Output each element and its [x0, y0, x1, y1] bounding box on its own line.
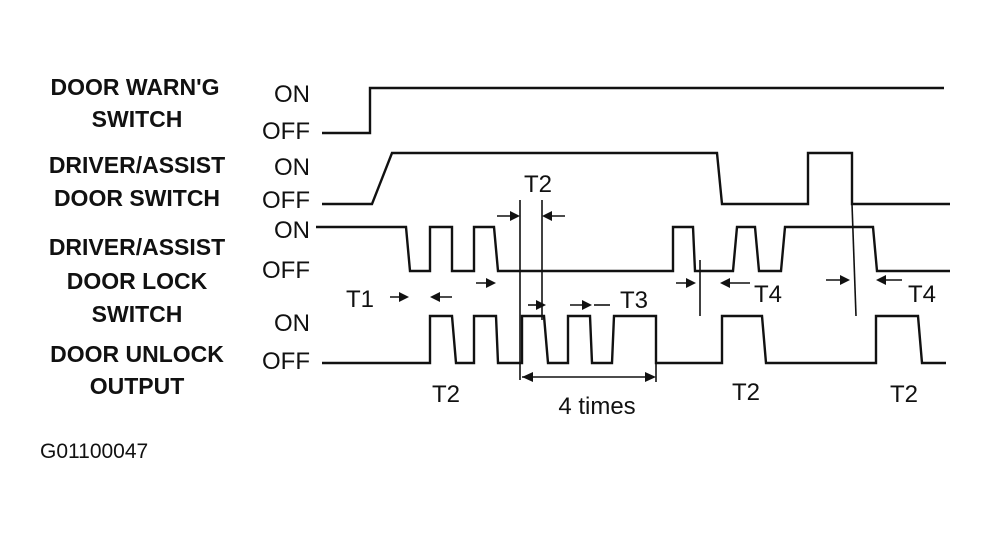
figure-id: G01100047 — [40, 440, 148, 463]
door-unlock-output-label-line1: DOOR UNLOCK — [50, 341, 224, 367]
four-times-label: 4 times — [558, 393, 635, 420]
driver-assist-door-switch-label-line2: DOOR SWITCH — [54, 185, 220, 211]
lock-switch-on-label: ON — [274, 217, 310, 244]
lock-switch-off-label: OFF — [262, 257, 310, 284]
arrow-left — [542, 211, 552, 221]
door-warning-on-label: ON — [274, 81, 310, 108]
door-lock-switch-label-line2: DOOR LOCK — [67, 268, 208, 294]
arrow-right — [486, 278, 496, 288]
door-switch-off-label: OFF — [262, 187, 310, 214]
t2-second-label: T2 — [732, 379, 760, 406]
t2-third-label: T2 — [890, 381, 918, 408]
door-warning-switch-label-line1: DOOR WARN'G — [50, 74, 219, 100]
door-unlock-output-label-line2: OUTPUT — [90, 373, 185, 399]
arrow-right — [840, 275, 850, 285]
timing-labels: T2 T1 T3 T4 T4 T2 T2 T2 4 times — [346, 171, 936, 420]
arrow-right — [582, 300, 592, 310]
door-lock-switch-waveform — [316, 225, 950, 273]
arrow-right — [510, 211, 520, 221]
door-warning-switch-waveform — [322, 86, 944, 135]
door-warning-off-label: OFF — [262, 118, 310, 145]
door-switch-on-label: ON — [274, 154, 310, 181]
timing-markers — [390, 200, 902, 382]
door-warning-switch-label-line2: SWITCH — [92, 106, 183, 132]
arrow-left — [522, 372, 533, 382]
t3-label: T3 — [620, 287, 648, 314]
t2-top-label: T2 — [524, 171, 552, 198]
door-unlock-output-waveform — [322, 314, 946, 365]
driver-assist-door-switch-label-line1: DRIVER/ASSIST — [49, 152, 225, 178]
ref-line — [851, 203, 857, 317]
signal-labels: DOOR WARN'G SWITCH DRIVER/ASSIST DOOR SW… — [49, 74, 225, 399]
t1-label: T1 — [346, 286, 374, 313]
arrow-left — [720, 278, 730, 288]
door-lock-switch-label-line1: DRIVER/ASSIST — [49, 234, 225, 260]
arrow-left — [876, 275, 886, 285]
arrow-right — [686, 278, 696, 288]
state-labels: ON OFF ON OFF ON OFF ON OFF — [262, 81, 310, 375]
arrow-right — [645, 372, 656, 382]
t4-first-label: T4 — [754, 281, 782, 308]
t2-first-label: T2 — [432, 381, 460, 408]
arrow-right — [536, 300, 546, 310]
arrow-right — [399, 292, 409, 302]
driver-assist-door-switch-waveform — [322, 151, 950, 206]
door-lock-switch-label-line3: SWITCH — [92, 301, 183, 327]
unlock-output-off-label: OFF — [262, 348, 310, 375]
unlock-output-on-label: ON — [274, 310, 310, 337]
arrow-left — [430, 292, 440, 302]
waveforms — [316, 86, 950, 365]
t4-second-label: T4 — [908, 281, 936, 308]
